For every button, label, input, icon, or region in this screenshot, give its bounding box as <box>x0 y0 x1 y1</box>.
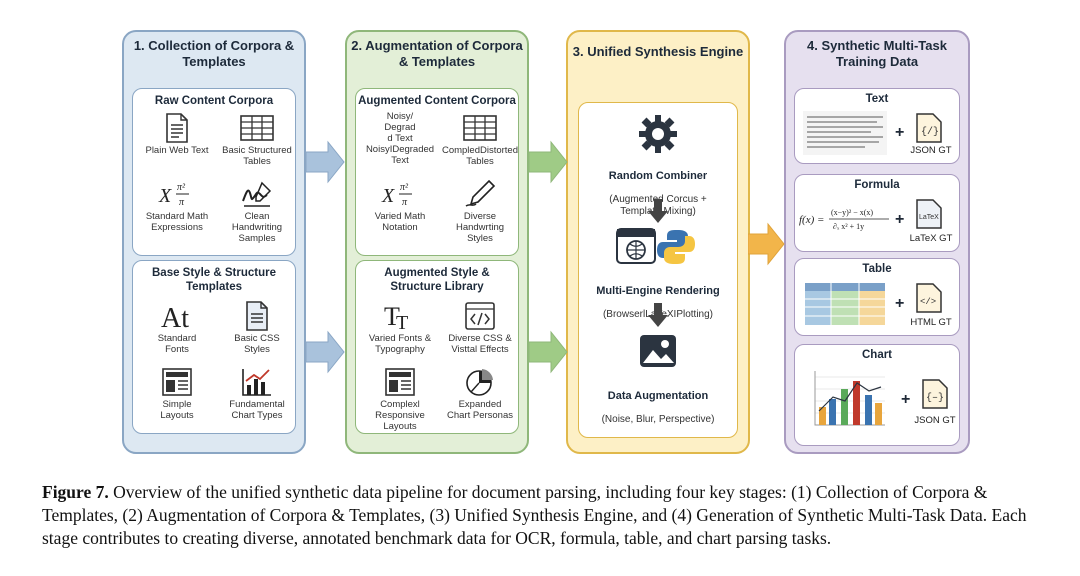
chart-icon <box>217 365 297 399</box>
arrow-right-icon <box>529 330 568 374</box>
engine-panel: Random Combiner (Augmented Corcus + Temp… <box>578 102 738 438</box>
stage-augmentation: 2. Augmentation of Corpora & Templates A… <box>345 30 529 454</box>
table-sample-thumbnail <box>805 283 885 330</box>
diverse-handwriting-item: Diverse Handwrting Styles <box>440 177 520 244</box>
basic-css-styles-item: Basic CSS Styles <box>217 299 297 355</box>
font-icon: At <box>137 299 217 333</box>
plain-web-text-item: Plain Web Text <box>137 111 217 156</box>
handwriting-icon <box>217 177 297 211</box>
stage-synthesis-engine: 3. Unified Synthesis Engine Random Combi… <box>566 30 750 454</box>
stage-training-data: 4. Synthetic Multi-Task Training Data Te… <box>784 30 970 454</box>
table-output-panel: Table + </> HTML GT <box>794 258 960 336</box>
svg-text:{–}: {–} <box>926 392 944 404</box>
raw-content-corpora-panel: Raw Content Corpora Plain Web Text Basic… <box>132 88 296 256</box>
svg-text:</>: </> <box>920 297 936 307</box>
plus-icon: + <box>895 295 905 312</box>
data-augmentation-step: Data Augmentation (Noise, Blur, Perspect… <box>601 390 715 425</box>
html-file-icon: </> <box>915 283 943 318</box>
fundamental-chart-types-item: Fundamental Chart Types <box>217 365 297 421</box>
plus-icon: + <box>895 211 905 228</box>
formula-output-panel: Formula f(x) =(x−y)² − x(x)∂ₓ x² + 1y + … <box>794 174 960 252</box>
base-style-templates-panel: Base Style & Structure Templates At Stan… <box>132 260 296 434</box>
svg-text:X: X <box>381 185 395 207</box>
layout-icon <box>137 365 217 399</box>
augmented-content-corpora-panel: Augmented Content Corpora Noisy/ Degrad … <box>355 88 519 256</box>
arrow-right-icon <box>529 140 568 184</box>
gear-icon <box>579 113 737 160</box>
diverse-css-item: Diverse CSS & Visttal Effects <box>440 299 520 355</box>
basic-structured-tables-item: Basic Structured Tables <box>217 111 297 167</box>
text-sample-thumbnail <box>803 111 887 160</box>
arrow-right-icon <box>306 140 345 184</box>
svg-text:π²: π² <box>400 182 409 193</box>
stage-title: 2. Augmentation of Corpora & Templates <box>351 38 523 69</box>
code-icon <box>440 299 520 333</box>
down-arrow-icon <box>579 199 737 228</box>
random-combiner-step: Random Combiner (Augmented Corcus + Temp… <box>608 170 708 217</box>
document-icon <box>137 111 217 145</box>
json-file-icon: {–} <box>921 379 949 414</box>
svg-text:f(x) =: f(x) = <box>799 214 824 226</box>
image-icon <box>579 333 737 374</box>
latex-file-icon: LaTeX <box>915 199 943 234</box>
svg-text:LaTeX: LaTeX <box>919 214 939 221</box>
chart-output-panel: Chart + {–} JSON GT <box>794 344 960 446</box>
pie-icon <box>440 365 520 399</box>
complex-responsive-layouts-item: Complexl Responsive Layouts <box>360 365 440 432</box>
table-icon <box>217 111 297 145</box>
panel-title: Raw Content Corpora <box>154 95 274 107</box>
plus-icon: + <box>901 391 911 408</box>
svg-text:T: T <box>384 302 400 331</box>
chart-sample-thumbnail <box>805 367 889 436</box>
expanded-chart-personas-item: Expanded Chart Personas <box>440 365 520 421</box>
svg-text:π: π <box>402 197 408 208</box>
clean-handwriting-item: Clean Handwriting Samples <box>217 177 297 244</box>
simple-layouts-item: Simple Layouts <box>137 365 217 421</box>
svg-text:∂ₓ x² + 1y: ∂ₓ x² + 1y <box>833 222 864 231</box>
svg-text:π²: π² <box>177 182 186 193</box>
pen-icon <box>440 177 520 211</box>
browser-python-icon <box>579 227 737 272</box>
caption-label: Figure 7. <box>42 482 109 502</box>
svg-text:(x−y)² − x(x): (x−y)² − x(x) <box>831 208 873 217</box>
stage-title: 1. Collection of Corpora & Templates <box>133 38 295 69</box>
svg-text:At: At <box>161 303 189 331</box>
arrow-right-icon <box>748 222 785 266</box>
stage-title: 3. Unified Synthesis Engine <box>572 44 744 59</box>
stage-title: 4. Synthetic Multi-Task Training Data <box>807 38 947 69</box>
css-file-icon <box>217 299 297 333</box>
panel-title: Augmented Content Corpora <box>358 95 516 107</box>
svg-text:{/}: {/} <box>921 126 939 138</box>
plus-icon: + <box>895 124 905 141</box>
table-icon <box>440 111 520 145</box>
arrow-right-icon <box>306 330 345 374</box>
svg-text:π: π <box>179 197 185 208</box>
text-output-panel: Text + {/} JSON GT <box>794 88 960 164</box>
svg-text:X: X <box>158 185 172 207</box>
caption-text: Overview of the unified synthetic data p… <box>42 482 1027 548</box>
noisy-degraded-text-item: Noisy/ Degrad d Text NoisyIDegraded Text <box>365 111 435 166</box>
json-file-icon: {/} <box>915 113 943 148</box>
panel-title: Base Style & Structure Templates <box>152 267 276 293</box>
panel-title: Augmented Style & Structure Library <box>384 267 490 293</box>
standard-fonts-item: At Standard Fonts <box>137 299 217 355</box>
layout-icon <box>360 365 440 399</box>
down-arrow-icon <box>579 303 737 332</box>
stage-collection: 1. Collection of Corpora & Templates Raw… <box>122 30 306 454</box>
distorted-tables-item: CompledDistorted Tables <box>440 111 520 167</box>
figure-caption: Figure 7. Overview of the unified synthe… <box>42 481 1052 550</box>
formula-sample-thumbnail: f(x) = (x−y)² − x(x) ∂ₓ x² + 1y <box>799 199 893 244</box>
svg-text:T: T <box>396 312 408 331</box>
